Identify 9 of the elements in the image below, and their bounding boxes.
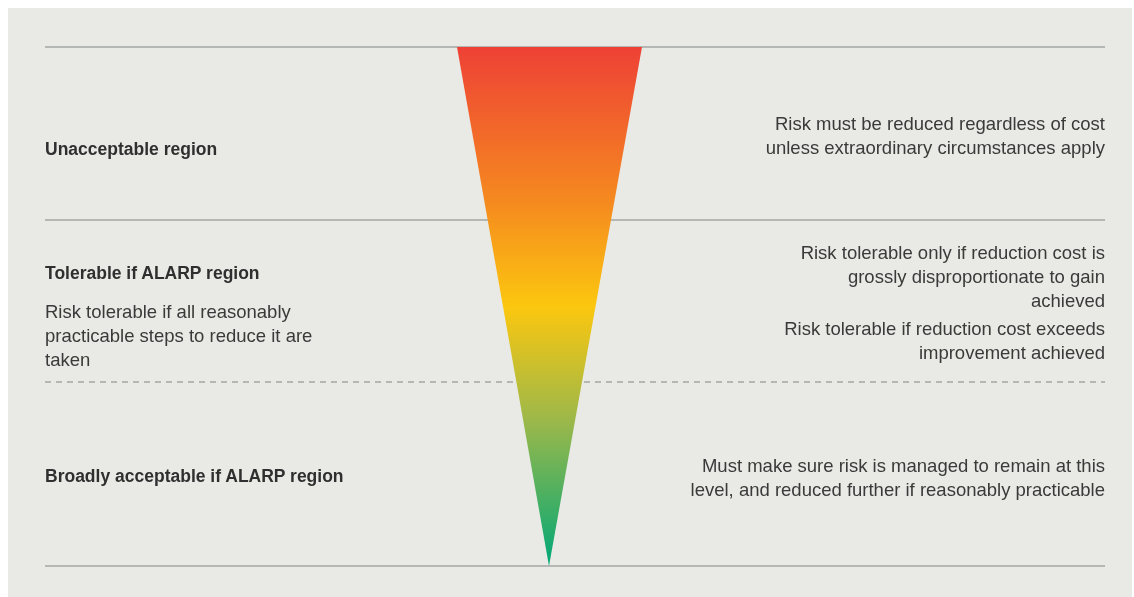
description-text: Must make sure risk is managed to remain at this level, and reduced further if reasonably practicable	[689, 454, 1105, 502]
risk-triangle	[457, 47, 642, 566]
description-text: Risk must be reduced regardless of cost unless extraordinary circumstances apply	[764, 112, 1105, 160]
region-heading: Broadly acceptable if ALARP region	[45, 465, 345, 488]
description-text: Risk tolerable if reduction cost exceeds improvement achieved	[783, 317, 1105, 365]
description-text: Risk tolerable only if reduction cost is grossly disproportionate to gain achieved	[799, 241, 1105, 313]
region-heading: Unacceptable region	[45, 138, 219, 161]
region-heading: Tolerable if ALARP region	[45, 262, 261, 285]
description-text: Risk tolerable if all reasonably practicable steps to reduce it are taken	[45, 300, 314, 372]
